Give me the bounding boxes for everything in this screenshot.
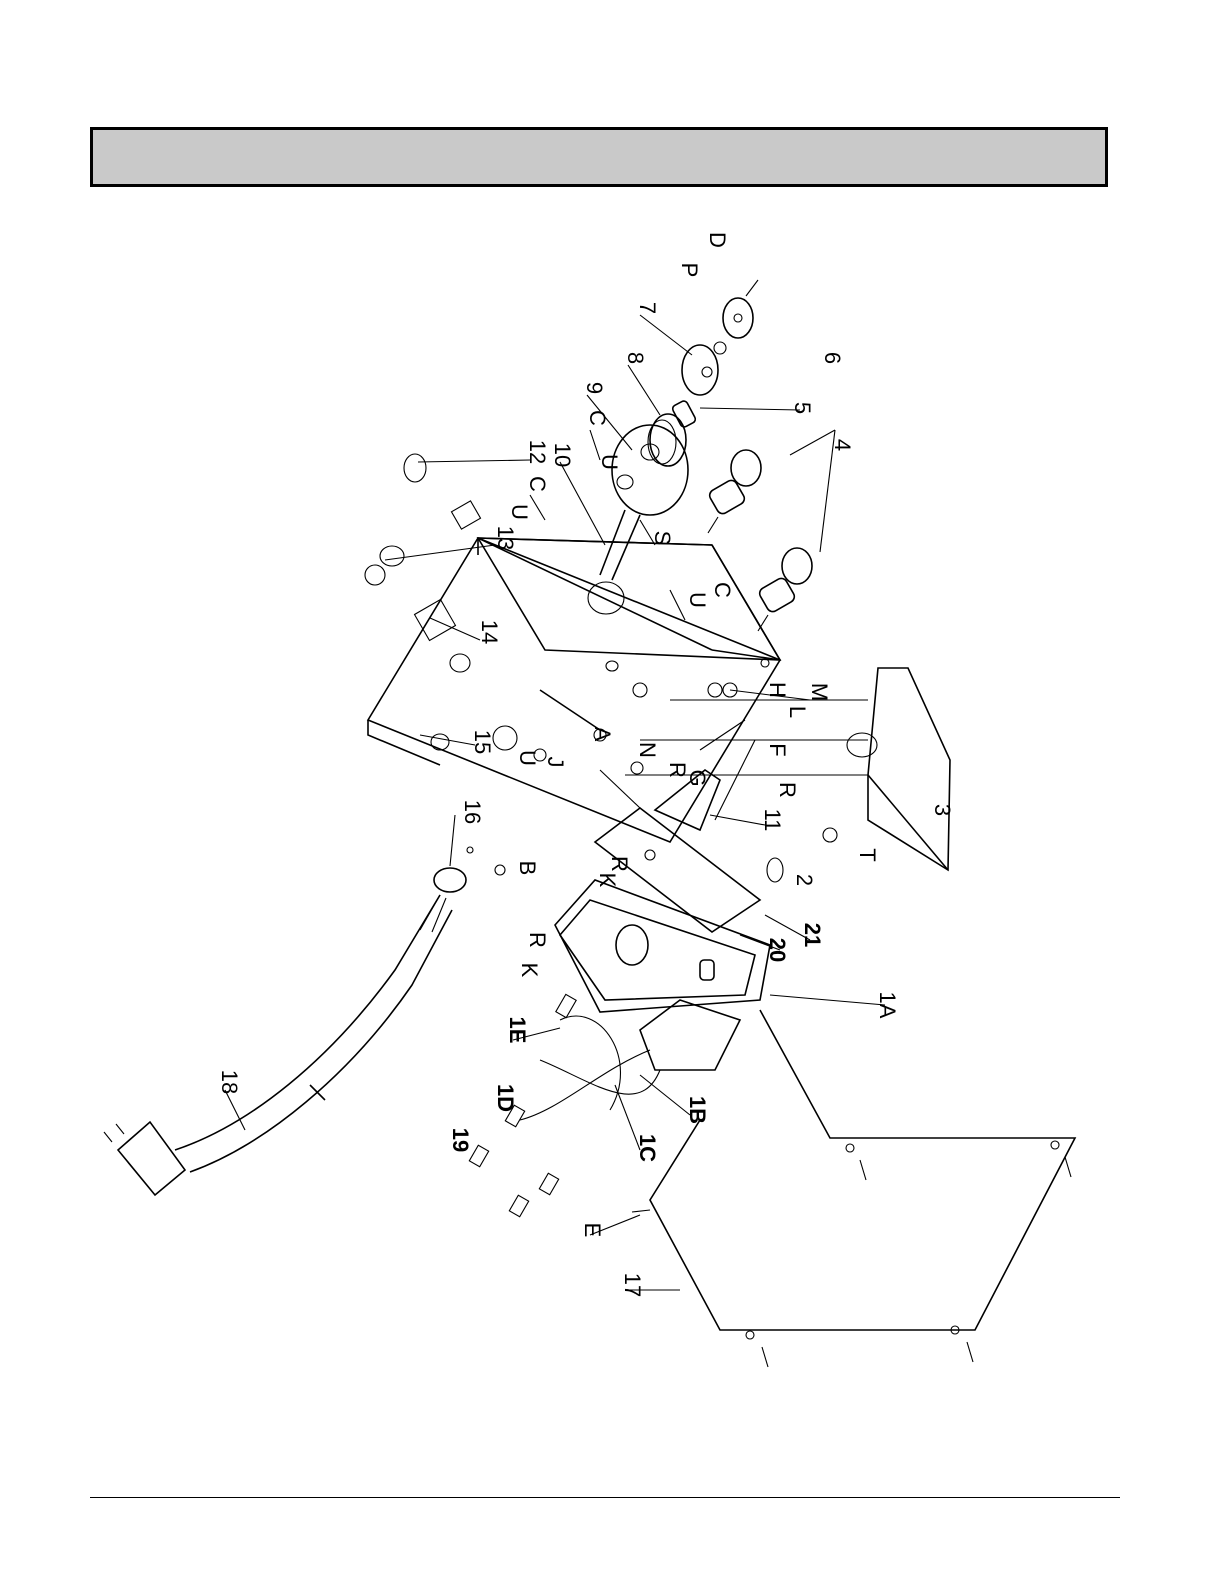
callout-c-1E: 1E xyxy=(505,1017,530,1044)
callout-c-C1: C xyxy=(710,582,735,598)
push-buttons-4 xyxy=(708,430,835,631)
callout-c-A: A xyxy=(590,727,615,742)
callout-c-R1: R xyxy=(525,932,550,948)
footer-rule xyxy=(90,1497,1120,1498)
callout-c-L: L xyxy=(785,706,810,718)
callout-c-8: 8 xyxy=(623,352,648,364)
callout-c-G: G xyxy=(685,769,710,786)
callout-c-P: P xyxy=(677,263,702,278)
spacer-5 xyxy=(671,400,696,429)
disc-8 xyxy=(648,414,686,466)
callout-c-9: 9 xyxy=(582,382,607,394)
callout-c-21: 21 xyxy=(800,923,825,947)
callout-c-B: B xyxy=(515,861,540,876)
callout-c-19: 19 xyxy=(448,1128,473,1152)
callout-c-K2: K xyxy=(595,873,620,888)
callout-c-U4: U xyxy=(597,454,622,470)
callout-c-17: 17 xyxy=(620,1273,645,1297)
callout-c-R2: R xyxy=(607,856,632,872)
callout-c-11: 11 xyxy=(760,809,785,832)
callout-c-12: 12 xyxy=(525,440,550,464)
callout-c-M: M xyxy=(807,683,832,701)
callout-c-F: F xyxy=(765,743,790,756)
callout-c-D: D xyxy=(705,232,730,248)
callout-c-15: 15 xyxy=(470,730,495,754)
callout-c-S: S xyxy=(650,531,675,546)
callout-c-J: J xyxy=(543,757,568,768)
callout-c-E: E xyxy=(580,1223,605,1238)
disc-7 xyxy=(682,345,718,395)
callout-c-U1: U xyxy=(515,750,540,766)
callout-c-5: 5 xyxy=(790,402,815,414)
callout-c-6: 6 xyxy=(820,352,845,364)
callout-c-4: 4 xyxy=(830,439,855,451)
callout-c-R4: R xyxy=(775,782,800,798)
shaft-assembly xyxy=(600,425,688,580)
motor-housing-1A xyxy=(555,880,770,1012)
callout-c-16: 16 xyxy=(460,800,485,824)
callout-c-1D: 1D xyxy=(493,1084,518,1112)
callout-c-H: H xyxy=(765,682,790,698)
callout-c-7: 7 xyxy=(635,302,660,314)
callout-c-2: 2 xyxy=(792,874,817,886)
callout-c-C2: C xyxy=(525,476,550,492)
callout-c-N: N xyxy=(635,742,660,758)
cover-plate-17 xyxy=(632,1010,1075,1367)
callout-c-10: 10 xyxy=(550,443,575,467)
callout-c-U3: U xyxy=(507,504,532,520)
knob-6 xyxy=(714,280,758,354)
callout-c-1B: 1B xyxy=(685,1096,710,1124)
callout-c-3: 3 xyxy=(930,804,955,816)
callout-c-18: 18 xyxy=(217,1070,242,1094)
callout-c-K1: K xyxy=(517,963,542,978)
callout-c-20: 20 xyxy=(765,938,790,962)
callout-c-U2: U xyxy=(685,592,710,608)
callout-c-13: 13 xyxy=(493,526,518,550)
callout-c-C3: C xyxy=(585,410,610,426)
mounting-plate xyxy=(595,770,760,932)
callout-c-1A: 1A xyxy=(875,992,900,1019)
power-cord-18 xyxy=(104,868,466,1195)
callout-c-14: 14 xyxy=(477,620,502,644)
callout-c-1C: 1C xyxy=(635,1134,660,1162)
callout-c-T: T xyxy=(855,848,880,861)
